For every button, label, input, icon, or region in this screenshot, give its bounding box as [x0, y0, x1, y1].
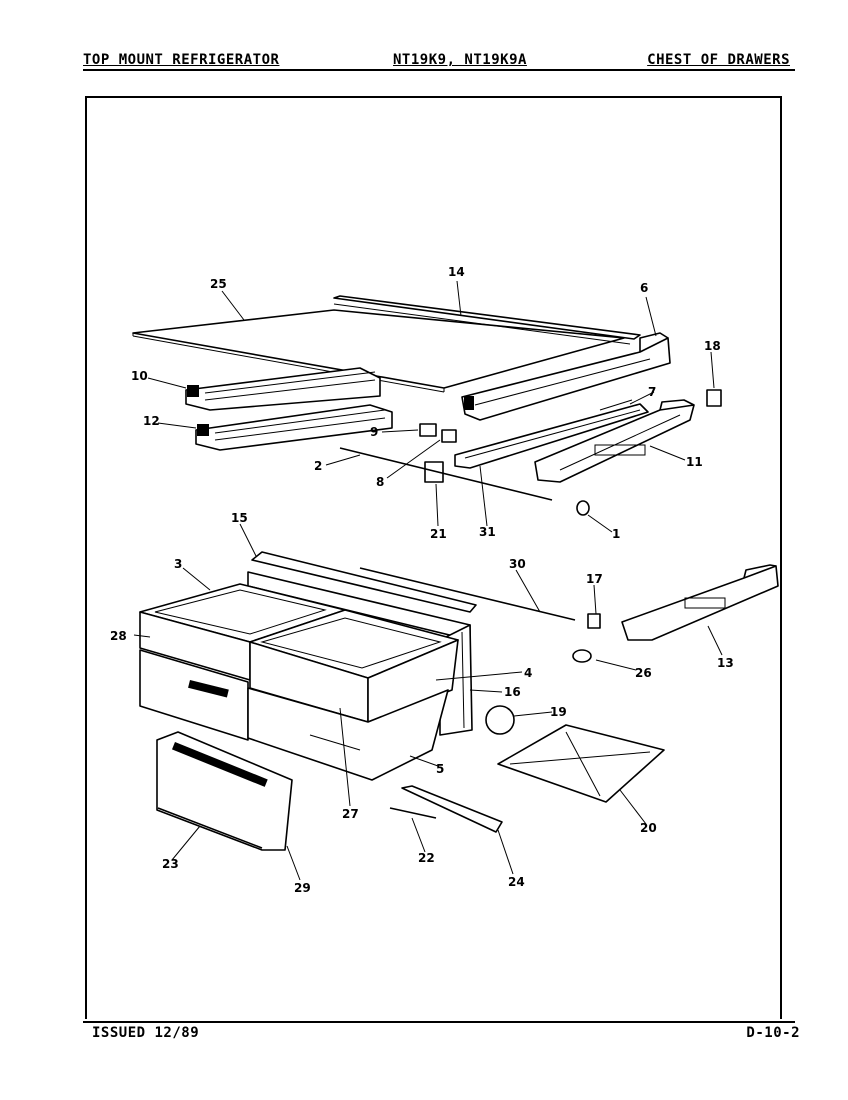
callout-9: 9	[370, 425, 378, 439]
callout-15: 15	[231, 511, 248, 525]
part-20-divider	[497, 724, 665, 803]
part-left-rail-upper	[185, 367, 381, 411]
callout-labels: 1 2 3 4 5 6 7 8 9 10 11 12 13 14 15 16 1…	[110, 265, 734, 895]
callout-14: 14	[448, 265, 465, 279]
part-18-bracket	[706, 389, 722, 407]
callout-23: 23	[162, 857, 179, 871]
page-number: D-10-2	[746, 1025, 800, 1041]
callout-10: 10	[131, 369, 148, 383]
callout-17: 17	[586, 572, 603, 586]
callout-5: 5	[436, 762, 444, 776]
callout-30: 30	[509, 557, 526, 571]
callout-1: 1	[612, 527, 620, 541]
callout-4: 4	[524, 666, 532, 680]
callout-16: 16	[504, 685, 521, 699]
callout-18: 18	[704, 339, 721, 353]
header-rule	[83, 69, 795, 71]
callout-7: 7	[648, 385, 656, 399]
header-section: CHEST OF DRAWERS	[647, 52, 790, 68]
callout-29: 29	[294, 881, 311, 895]
part-26-bumper	[572, 649, 592, 663]
part-right-cross-member	[534, 399, 695, 483]
footer-rule	[83, 1021, 795, 1023]
part-left-rail-lower	[195, 404, 393, 451]
leader-lines	[133, 280, 723, 881]
part-2-rod	[339, 447, 553, 501]
callout-6: 6	[640, 281, 648, 295]
callout-11: 11	[686, 455, 703, 469]
part-23-strip	[157, 807, 263, 849]
callout-31: 31	[479, 525, 496, 539]
part-22-slide	[389, 807, 437, 819]
callout-12: 12	[143, 414, 160, 428]
part-center-rail	[454, 399, 649, 469]
callout-3: 3	[174, 557, 182, 571]
callout-13: 13	[717, 656, 734, 670]
callout-25: 25	[210, 277, 227, 291]
part-19-grommet	[485, 705, 515, 735]
diagram-frame	[85, 96, 782, 1019]
header-title: TOP MOUNT REFRIGERATOR	[83, 52, 280, 68]
callout-20: 20	[640, 821, 657, 835]
callout-2: 2	[314, 459, 322, 473]
part-13-cross-member	[621, 564, 779, 641]
header-model-numbers: NT19K9, NT19K9A	[393, 52, 527, 68]
issued-date: ISSUED 12/89	[92, 1025, 200, 1041]
callout-19: 19	[550, 705, 567, 719]
part-right-drawer	[249, 609, 459, 723]
part-1-bumper	[576, 500, 590, 516]
part-lower-drawer-fronts	[139, 649, 449, 781]
callout-28: 28	[110, 629, 127, 643]
part-8-bracket	[441, 429, 457, 443]
part-9-clip	[419, 423, 437, 437]
part-rear-trim	[333, 295, 641, 345]
part-17-clip	[587, 613, 601, 629]
part-21-bracket	[424, 461, 444, 483]
callout-8: 8	[376, 475, 384, 489]
part-29-front-panel	[156, 731, 293, 851]
part-24-slide	[401, 785, 503, 833]
callout-24: 24	[508, 875, 525, 889]
callout-21: 21	[430, 527, 447, 541]
callout-27: 27	[342, 807, 359, 821]
part-right-rail-upper	[461, 332, 671, 421]
callout-26: 26	[635, 666, 652, 680]
callout-22: 22	[418, 851, 435, 865]
